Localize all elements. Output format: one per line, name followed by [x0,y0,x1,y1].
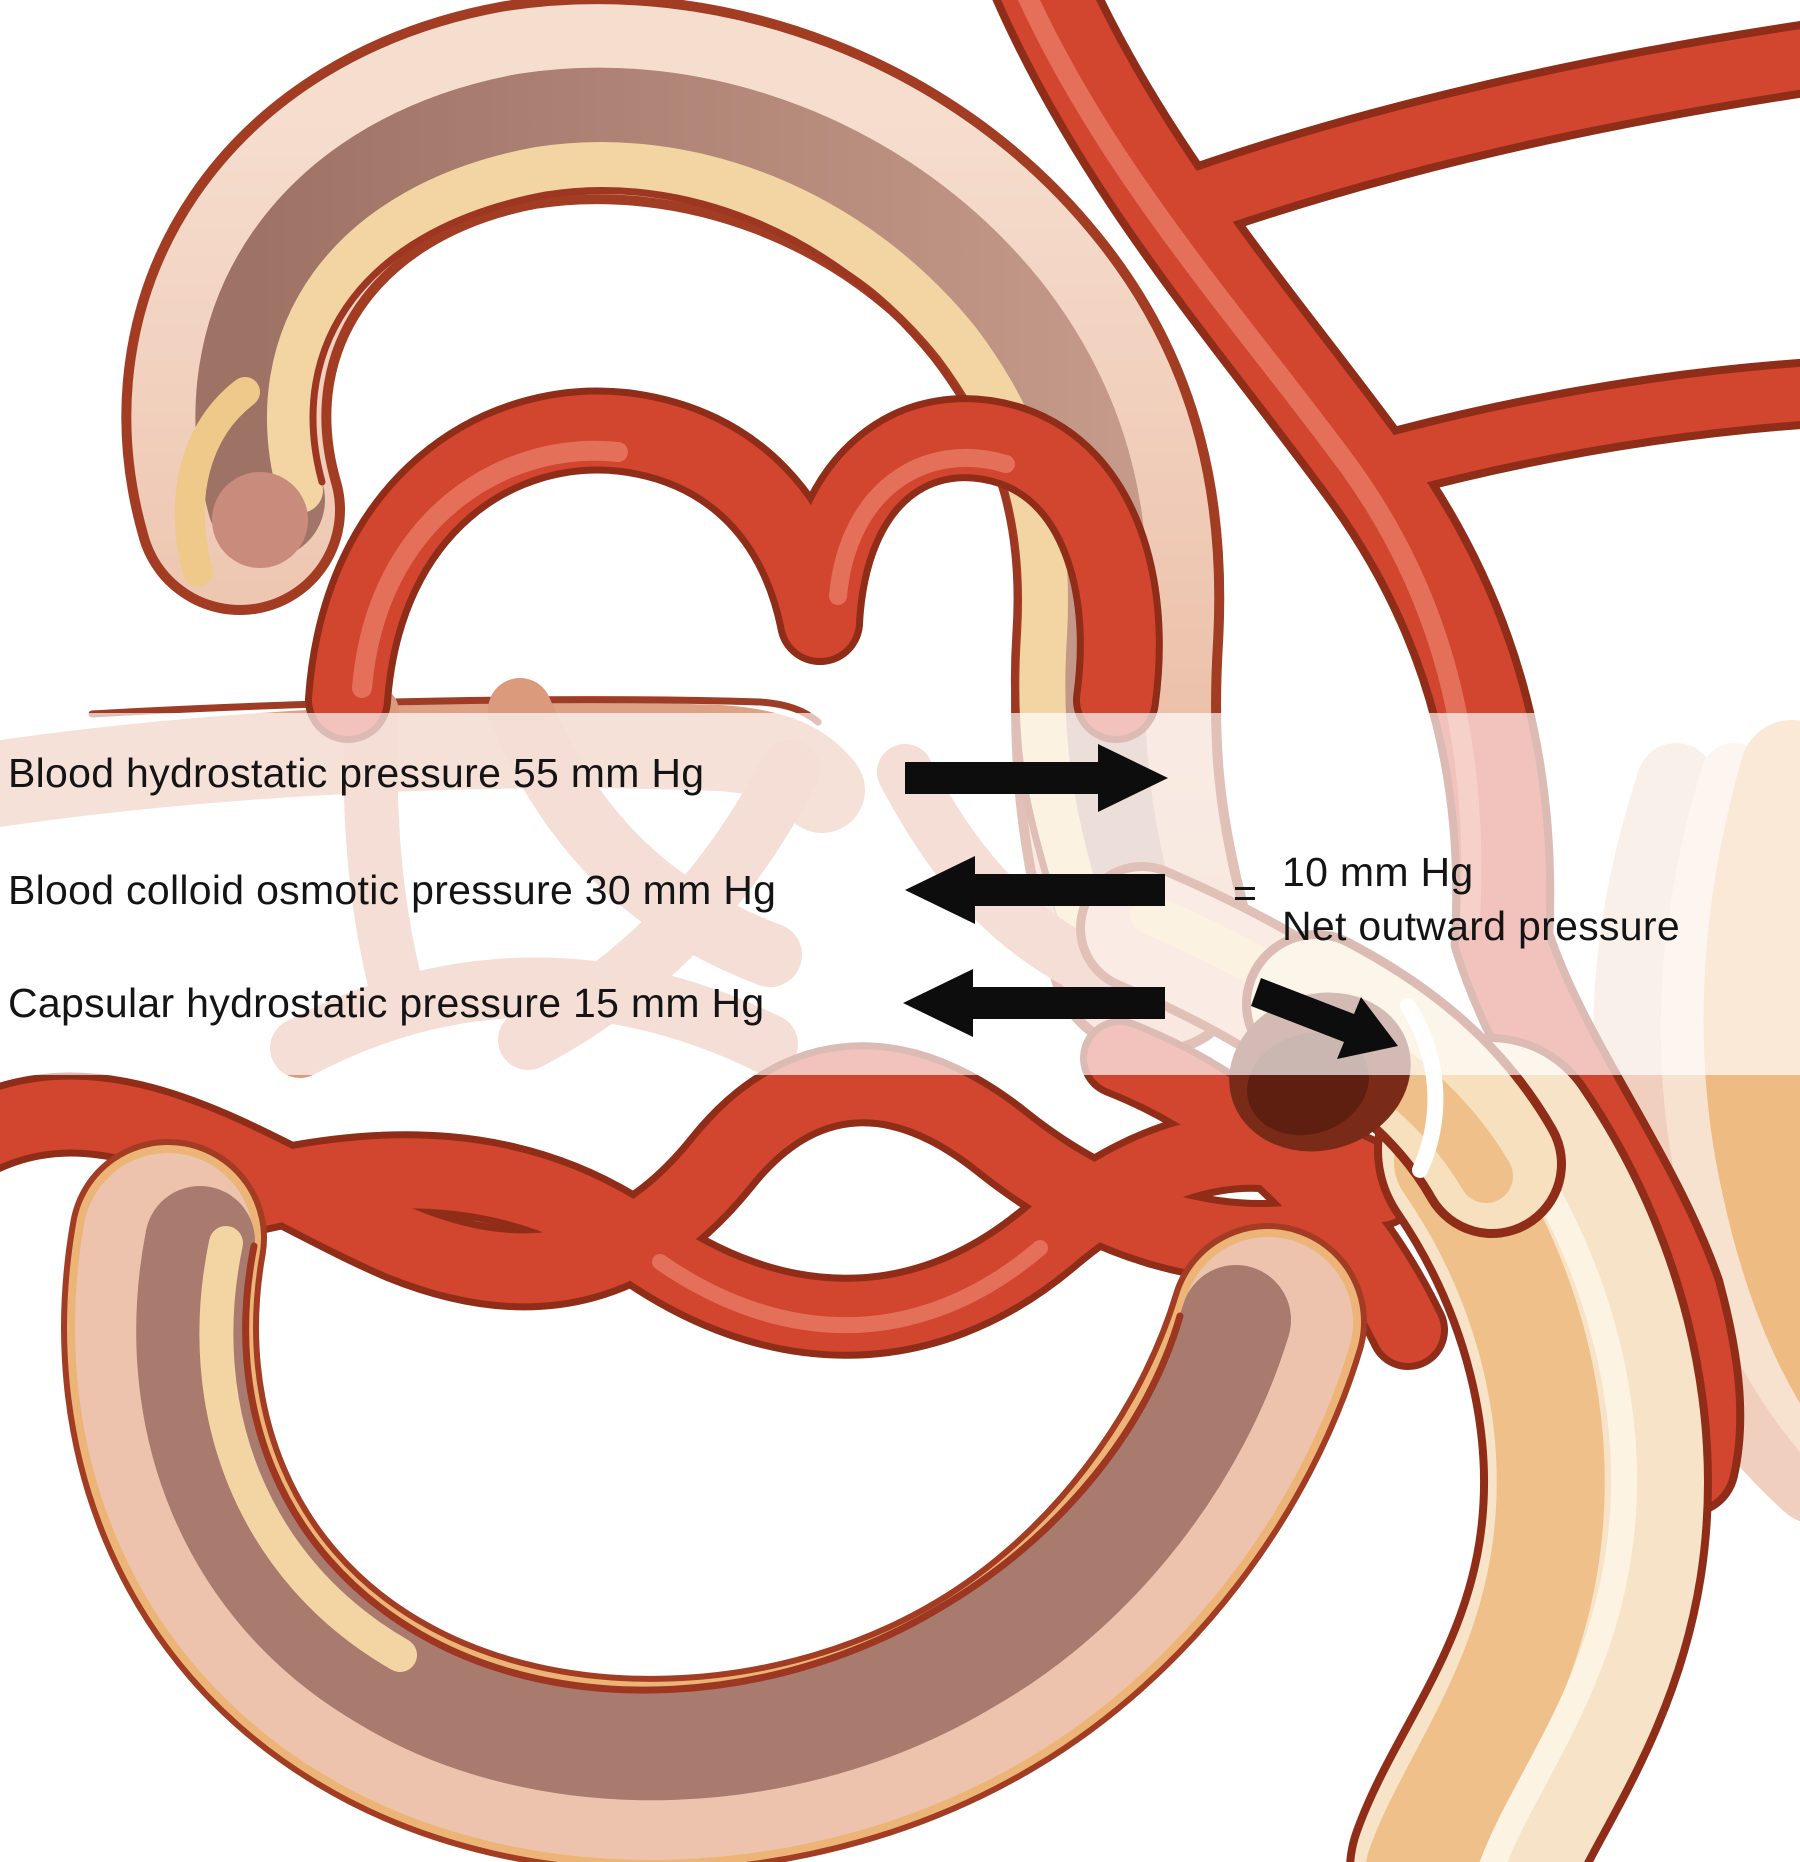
pressure-label-blood-hydrostatic: Blood hydrostatic pressure 55 mm Hg [8,750,705,796]
proximal-tubule [1347,1034,1712,1862]
net-pressure-label: Net outward pressure [1282,903,1680,949]
glomerulus-lower-capillaries [0,1018,1448,1370]
bowmans-capsule-bottom-arm [61,1139,1367,1862]
equals-sign: = [1233,870,1257,916]
glomerulus-capillary-loops [305,387,1163,743]
arrow-right-icon [905,744,1168,812]
arrow-left-icon [903,969,1165,1037]
arrow-left-icon [905,856,1165,924]
label-band-overlay [0,713,1800,1075]
net-pressure-value: 10 mm Hg [1282,849,1474,895]
pressure-label-capsular-hydrostatic: Capsular hydrostatic pressure 15 mm Hg [8,980,765,1026]
net-pressure-result: 10 mm Hg Net outward pressure [1282,845,1680,953]
arrow-down-right-icon [1251,978,1398,1059]
pressure-label-blood-colloid-osmotic: Blood colloid osmotic pressure 30 mm Hg [8,867,777,913]
